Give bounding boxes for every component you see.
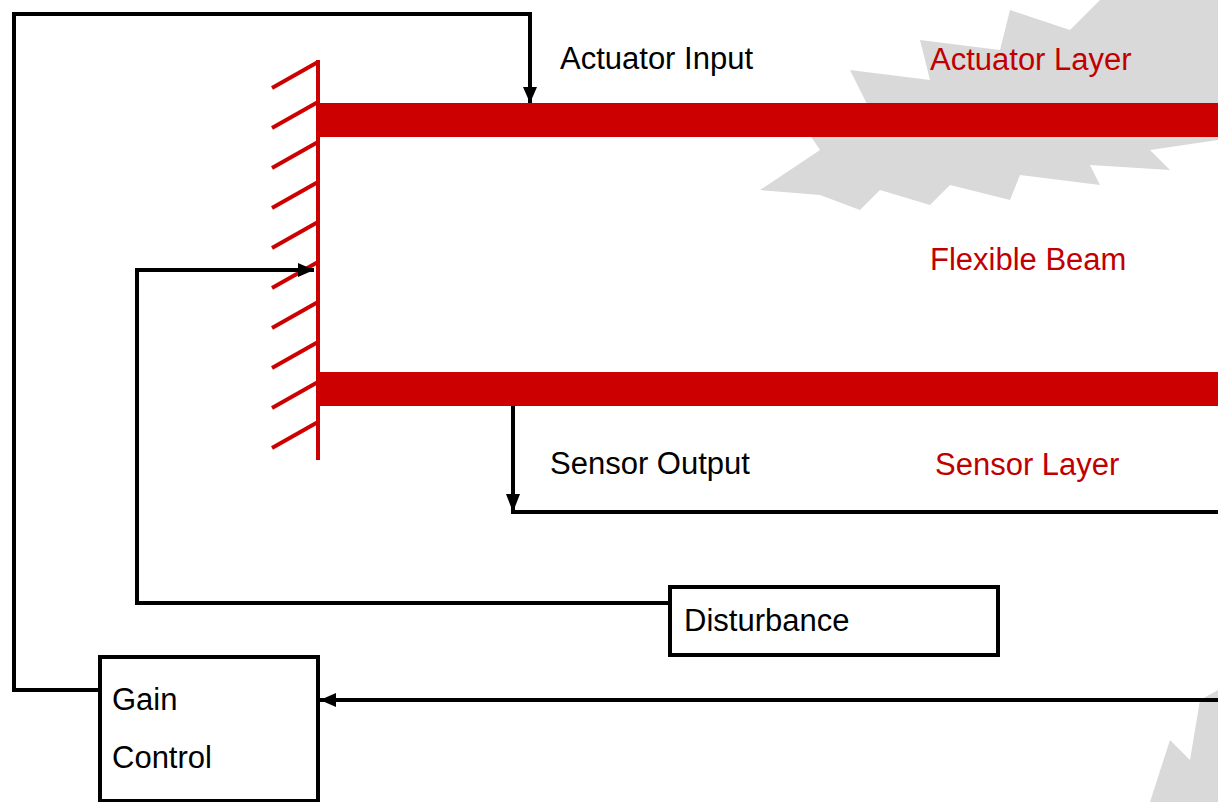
wall-hatch <box>272 222 318 248</box>
node-text: Actuator Layer <box>930 42 1132 78</box>
edge-label: Sensor Output <box>550 446 750 482</box>
wire-arrowhead <box>506 494 520 512</box>
wall-hatch <box>272 302 318 328</box>
wall-hatch <box>272 342 318 368</box>
beam-label: Flexible Beam <box>930 242 1126 278</box>
wall-hatch <box>272 262 318 288</box>
signal-connector <box>320 406 1218 700</box>
wall-hatch <box>272 422 318 448</box>
gain-control-box: Gain Control <box>98 655 320 802</box>
actuator-layer: Actuator Layer <box>318 103 1218 137</box>
node-text: Sensor Layer <box>935 447 1119 483</box>
wall-hatch <box>272 382 318 408</box>
node-text: Gain Control <box>102 659 242 799</box>
disturbance-wire <box>137 270 668 603</box>
wall-hatch <box>272 182 318 208</box>
wall-hatch <box>272 142 318 168</box>
leaf-watermark <box>1150 690 1218 802</box>
wall-hatch <box>272 62 318 88</box>
node-text: Disturbance <box>672 589 861 653</box>
fixed-wall <box>272 60 318 460</box>
disturbance-box: Disturbance <box>668 585 1000 657</box>
edge-label: Actuator Input <box>560 41 753 77</box>
sensor-layer: Sensor Layer <box>318 372 1218 406</box>
wall-hatch <box>272 102 318 128</box>
